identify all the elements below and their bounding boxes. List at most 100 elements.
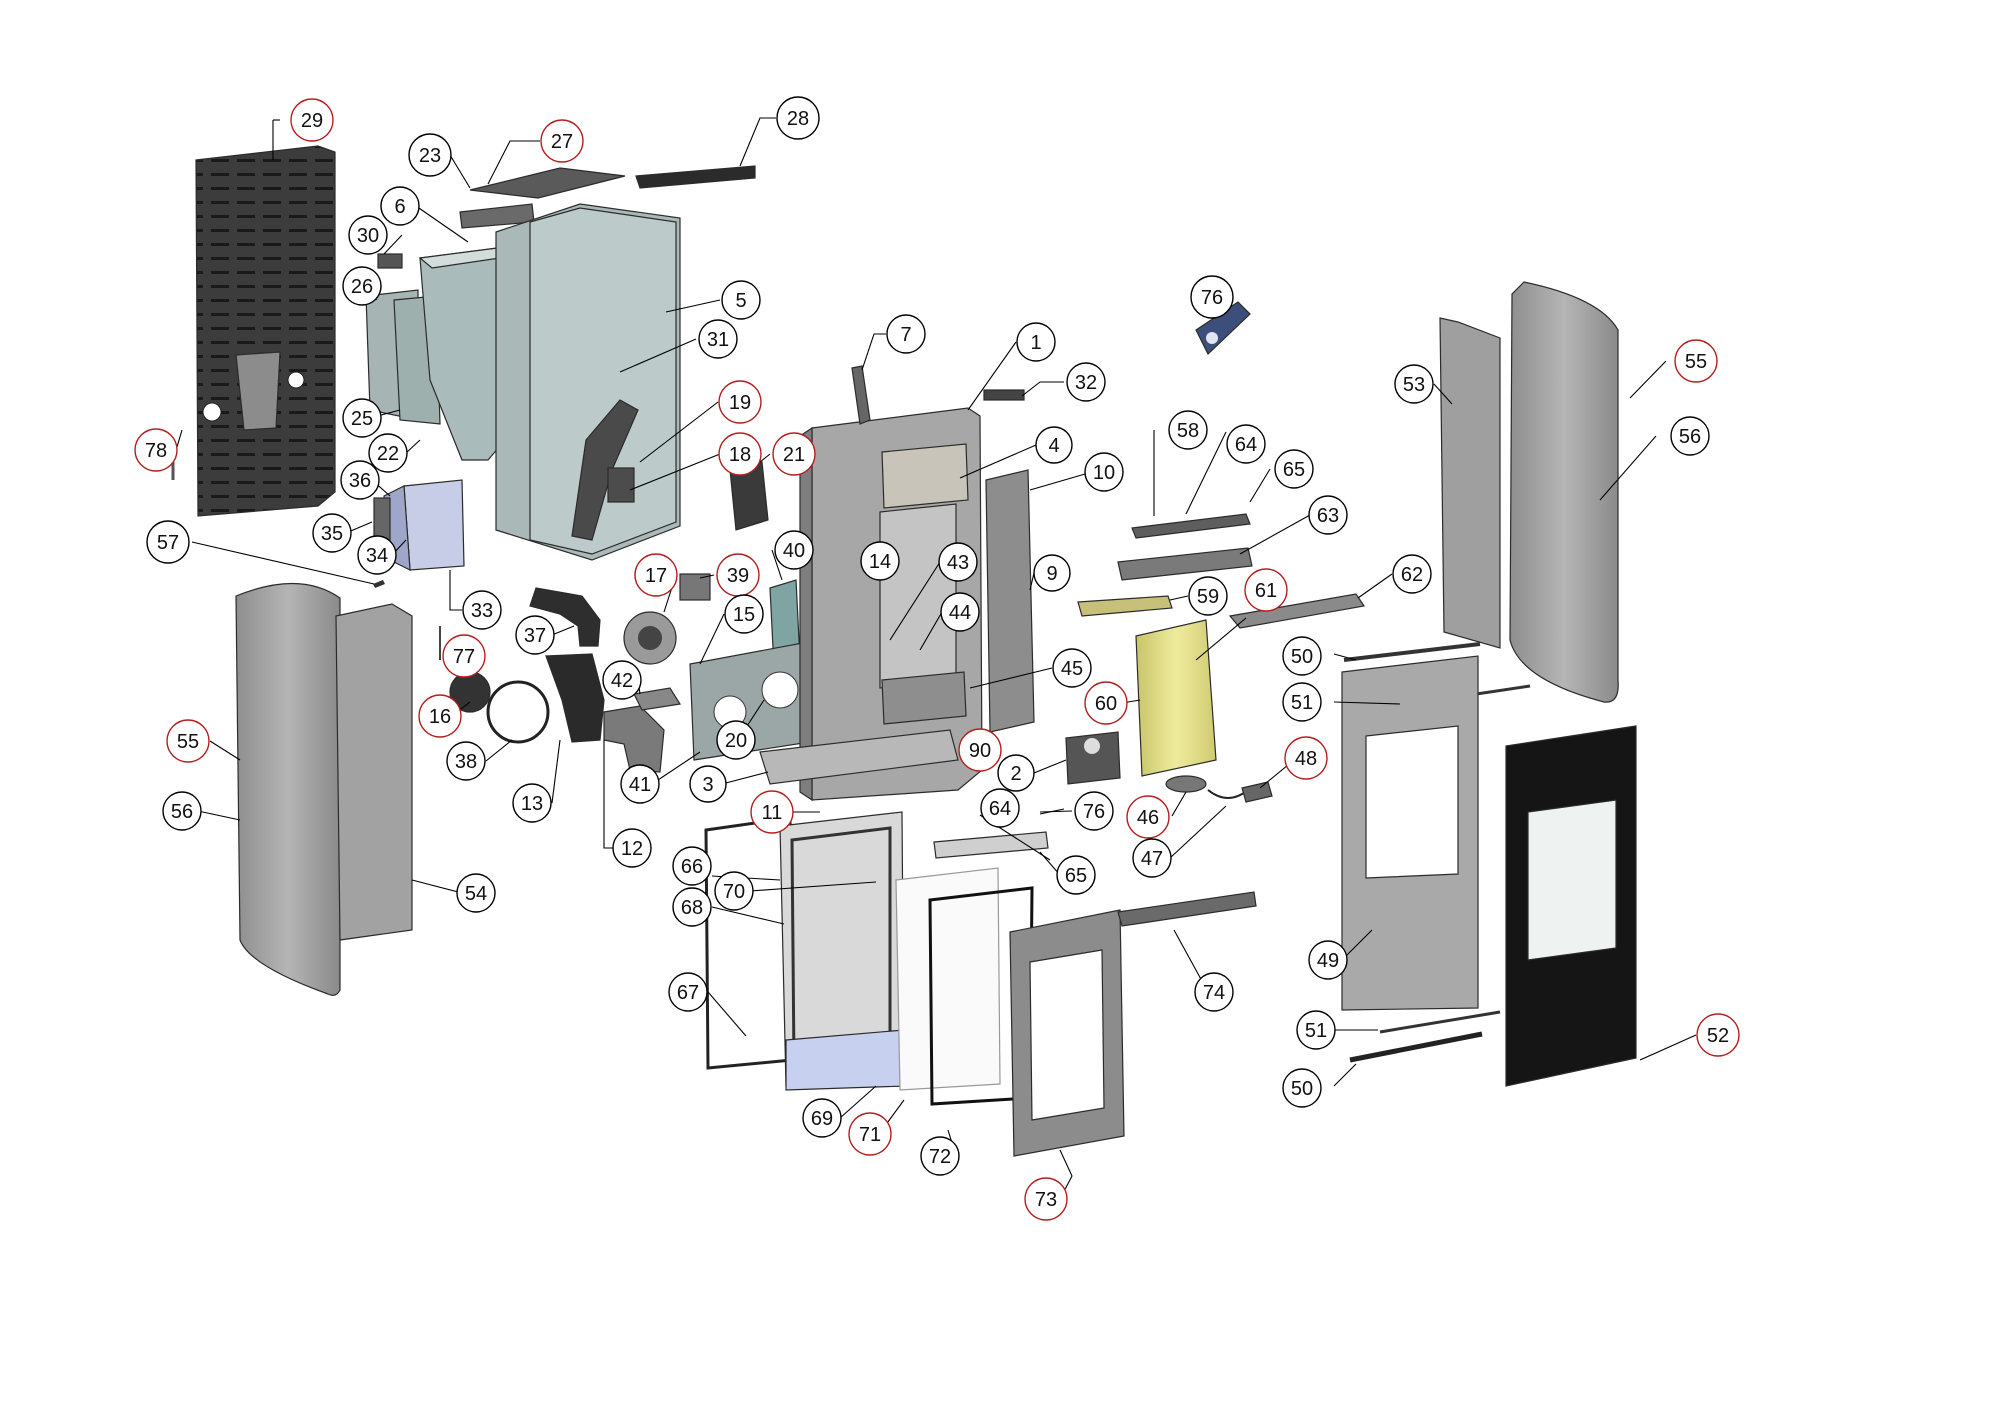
callout-6: 6	[380, 186, 420, 226]
callout-19-label: 19	[729, 392, 751, 414]
callout-69-label: 69	[811, 1108, 833, 1130]
callout-2-label: 2	[1010, 763, 1021, 785]
callout-18: 18	[718, 432, 762, 476]
gasket-ring-38	[486, 680, 550, 744]
callout-66: 66	[672, 846, 712, 886]
plate-42	[633, 687, 681, 711]
arm-59	[1077, 595, 1173, 617]
callout-52-label: 52	[1707, 1025, 1729, 1047]
callout-11: 11	[750, 790, 794, 834]
main-body-1-side	[799, 426, 813, 802]
callout-56-left-label: 56	[171, 801, 193, 823]
callout-29: 29	[290, 98, 334, 142]
callout-63-label: 63	[1317, 505, 1339, 527]
callout-35: 35	[312, 513, 352, 553]
callout-41-label: 41	[629, 774, 651, 796]
callout-26: 26	[342, 266, 382, 306]
callout-48: 48	[1284, 736, 1328, 780]
callout-65-upper-label: 65	[1283, 459, 1305, 481]
callout-61: 61	[1244, 568, 1288, 612]
callout-53: 53	[1394, 364, 1434, 404]
yellow-panel-60	[1135, 619, 1217, 777]
callout-18-label: 18	[729, 444, 751, 466]
callout-59-label: 59	[1197, 586, 1219, 608]
callout-50-top: 50	[1282, 636, 1322, 676]
rod-51-bottom	[1379, 1010, 1501, 1034]
callout-45: 45	[1052, 648, 1092, 688]
callout-62-label: 62	[1401, 564, 1423, 586]
callout-68-label: 68	[681, 897, 703, 919]
callout-74: 74	[1194, 972, 1234, 1012]
callout-23: 23	[408, 133, 452, 177]
hood-4	[881, 443, 969, 509]
rear-grille-hole	[287, 371, 305, 389]
callout-14-label: 14	[869, 551, 891, 573]
callout-57: 57	[146, 520, 190, 564]
bar-62	[1228, 593, 1366, 629]
callout-30-label: 30	[357, 225, 379, 247]
callout-14: 14	[860, 541, 900, 581]
callout-51-bottom-label: 51	[1305, 1020, 1327, 1042]
callout-68: 68	[672, 887, 712, 927]
callout-38: 38	[446, 741, 486, 781]
sensor-48	[1241, 781, 1273, 803]
callout-11-label: 11	[762, 802, 783, 824]
callout-27-label: 27	[551, 131, 573, 153]
callout-73: 73	[1024, 1177, 1068, 1221]
callout-28-label: 28	[787, 108, 809, 130]
callout-20-label: 20	[725, 730, 747, 752]
callout-7: 7	[886, 314, 926, 354]
callout-65-lower: 65	[1056, 855, 1096, 895]
callout-78: 78	[134, 428, 178, 472]
callout-21: 21	[772, 432, 816, 476]
callout-42: 42	[602, 660, 642, 700]
callout-15-label: 15	[733, 604, 755, 626]
callout-12-label: 12	[621, 838, 643, 860]
callout-1-label: 1	[1030, 332, 1041, 354]
callout-64-upper: 64	[1226, 424, 1266, 464]
bar-63	[1117, 547, 1253, 581]
bracket-30	[377, 253, 403, 269]
callout-62: 62	[1392, 554, 1432, 594]
callout-33-label: 33	[471, 600, 493, 622]
callout-54-label: 54	[465, 883, 487, 905]
callout-34: 34	[357, 535, 397, 575]
plate-64-65-lower	[933, 831, 1049, 859]
callout-9-label: 9	[1046, 563, 1057, 585]
rear-grille-opening	[235, 351, 281, 431]
callout-33: 33	[462, 590, 502, 630]
callout-34-label: 34	[366, 545, 388, 567]
back-plate-hole	[761, 671, 799, 709]
side-cover-55-56-right	[1509, 281, 1619, 703]
callout-group: 29 27 28 23 6 30 26 5 31 25 22 19 18 21 …	[134, 96, 1740, 1221]
callout-74-label: 74	[1203, 982, 1225, 1004]
pot-46	[1165, 775, 1207, 793]
callout-58-label: 58	[1177, 420, 1199, 442]
callout-50-top-label: 50	[1291, 646, 1313, 668]
callout-40-label: 40	[783, 540, 805, 562]
callout-35-label: 35	[321, 523, 343, 545]
bracket-2-hole	[1084, 738, 1100, 754]
callout-21-label: 21	[783, 444, 805, 466]
callout-6-label: 6	[394, 196, 405, 218]
callout-53-label: 53	[1403, 374, 1425, 396]
callout-50-bottom: 50	[1282, 1068, 1322, 1108]
flue-13	[545, 653, 605, 743]
callout-10: 10	[1084, 452, 1124, 492]
part-32	[983, 389, 1025, 401]
callout-22-label: 22	[377, 443, 399, 465]
callout-78-label: 78	[145, 440, 167, 462]
callout-15: 15	[724, 594, 764, 634]
callout-60: 60	[1084, 681, 1128, 725]
callout-4: 4	[1035, 426, 1073, 464]
callout-64-lower: 64	[980, 788, 1020, 828]
callout-19: 19	[718, 380, 762, 424]
door-outer-73-window	[1029, 949, 1105, 1121]
callout-13: 13	[512, 783, 552, 823]
callout-45-label: 45	[1061, 658, 1083, 680]
callout-5-label: 5	[735, 290, 746, 312]
callout-31: 31	[698, 319, 738, 359]
base-frame-3	[759, 729, 959, 785]
callout-39-label: 39	[727, 565, 749, 587]
fan-17-hub	[638, 626, 662, 650]
